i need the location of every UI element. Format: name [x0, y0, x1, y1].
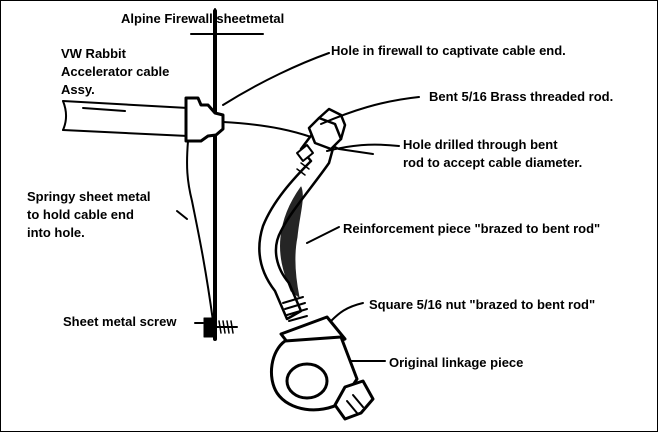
- label-cable-assy-1: VW Rabbit: [61, 46, 126, 61]
- label-hole-drilled-1: Hole drilled through bent: [403, 137, 558, 152]
- label-hole-firewall: Hole in firewall to captivate cable end.: [331, 43, 566, 58]
- label-springy-3: into hole.: [27, 225, 85, 240]
- cable-housing: [62, 100, 189, 137]
- reinforcement-piece: [280, 186, 303, 298]
- label-reinforcement: Reinforcement piece "brazed to bent rod": [343, 221, 601, 236]
- cable-end-fitting: [184, 96, 225, 143]
- label-bent-rod: Bent 5/16 Brass threaded rod.: [429, 89, 614, 104]
- rod-lower-threads: [282, 296, 308, 322]
- label-firewall: Alpine Firewall sheetmetal: [121, 11, 285, 26]
- label-screw: Sheet metal screw: [63, 314, 177, 329]
- rod-top-nut: [296, 107, 347, 176]
- label-hole-drilled-2: rod to accept cable diameter.: [403, 155, 583, 170]
- firewall-sheet: [190, 9, 264, 341]
- springy-sheet-metal: [186, 140, 214, 322]
- inner-cable: [222, 121, 374, 155]
- sheet-metal-screw: [203, 317, 238, 338]
- leader-lines: [82, 8, 420, 362]
- label-square-nut: Square 5/16 nut "brazed to bent rod": [369, 297, 596, 312]
- label-cable-assy-2: Accelerator cable: [61, 64, 170, 79]
- original-linkage: [269, 335, 375, 421]
- label-springy-2: to hold cable end: [27, 207, 134, 222]
- label-cable-assy-3: Assy.: [61, 82, 95, 97]
- label-springy-1: Springy sheet metal: [27, 189, 151, 204]
- label-linkage: Original linkage piece: [389, 355, 524, 370]
